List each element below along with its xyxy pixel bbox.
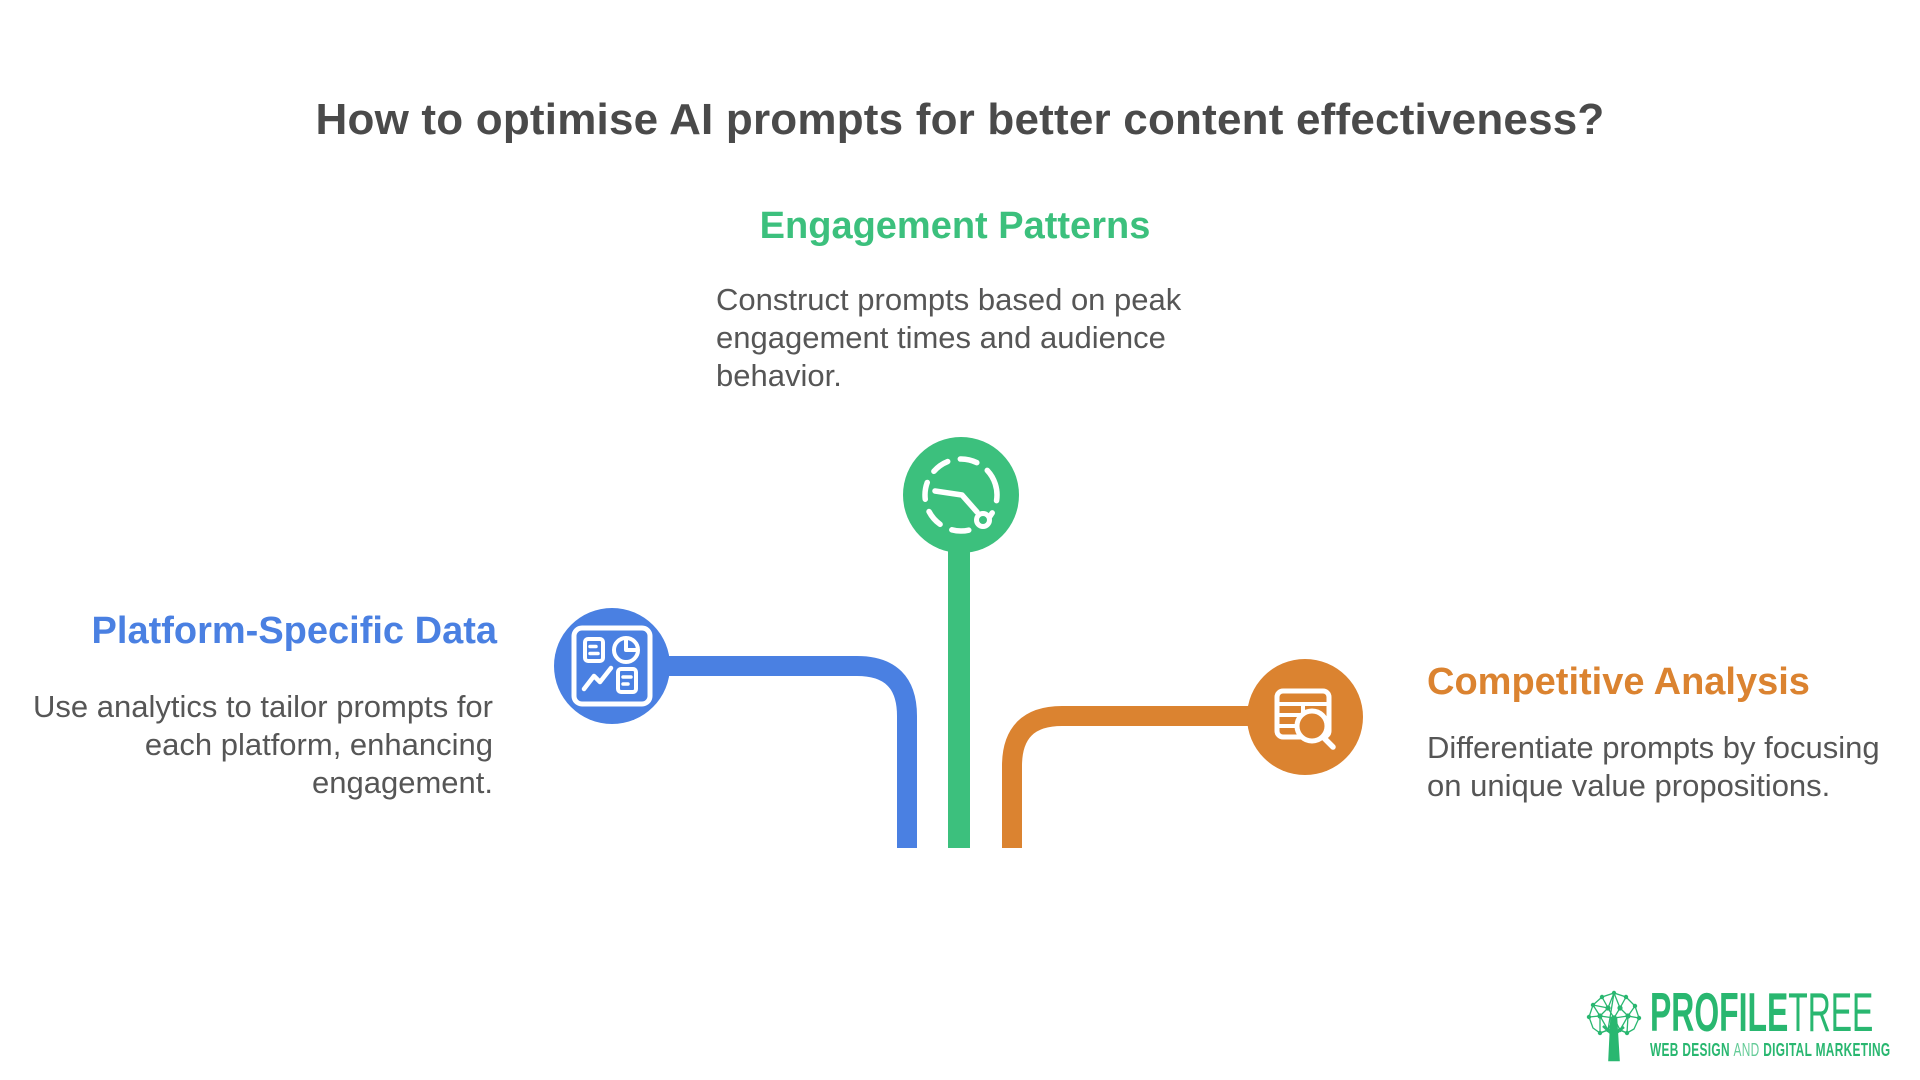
analytics-dashboard-icon bbox=[554, 608, 670, 724]
description-line: Construct prompts based on peak bbox=[716, 282, 1182, 317]
description-line: on unique value propositions. bbox=[1427, 768, 1831, 803]
profiletree-brand-text: PROFILETREE bbox=[1650, 981, 1874, 1043]
platform-specific-data-description: Use analytics to tailor prompts for each… bbox=[17, 688, 493, 802]
connector-orange bbox=[1002, 706, 1290, 848]
profiletree-tree-icon bbox=[1583, 988, 1645, 1069]
competitive-analysis-description: Differentiate prompts by focusing on uni… bbox=[1427, 729, 1920, 805]
profiletree-logo: PROFILETREE WEB DESIGN AND DIGITAL MARKE… bbox=[1583, 985, 1903, 1072]
platform-specific-data-heading: Platform-Specific Data bbox=[91, 610, 497, 652]
description-line: engagement times and audience bbox=[716, 320, 1166, 355]
competitive-analysis-node bbox=[1247, 659, 1363, 775]
platform-specific-data-node bbox=[554, 608, 670, 724]
description-line: behavior. bbox=[716, 358, 842, 393]
connector-blue bbox=[620, 656, 917, 848]
description-line: each platform, enhancing bbox=[144, 727, 493, 762]
description-line: Use analytics to tailor prompts for bbox=[32, 689, 493, 724]
description-line: engagement. bbox=[312, 765, 493, 800]
profiletree-tagline: WEB DESIGN AND DIGITAL MARKETING bbox=[1650, 1040, 1891, 1060]
page-title: How to optimise AI prompts for better co… bbox=[315, 95, 1605, 144]
description-line: Differentiate prompts by focusing bbox=[1427, 730, 1880, 765]
competitive-analysis-heading: Competitive Analysis bbox=[1427, 661, 1810, 703]
engagement-patterns-heading: Engagement Patterns bbox=[759, 205, 1151, 247]
clock-dashed-icon bbox=[903, 437, 1019, 553]
engagement-patterns-description: Construct prompts based on peak engageme… bbox=[716, 281, 1236, 395]
table-search-icon bbox=[1247, 659, 1363, 775]
engagement-patterns-node bbox=[903, 437, 1019, 553]
profiletree-wordmark: PROFILETREE WEB DESIGN AND DIGITAL MARKE… bbox=[1650, 981, 1920, 1061]
